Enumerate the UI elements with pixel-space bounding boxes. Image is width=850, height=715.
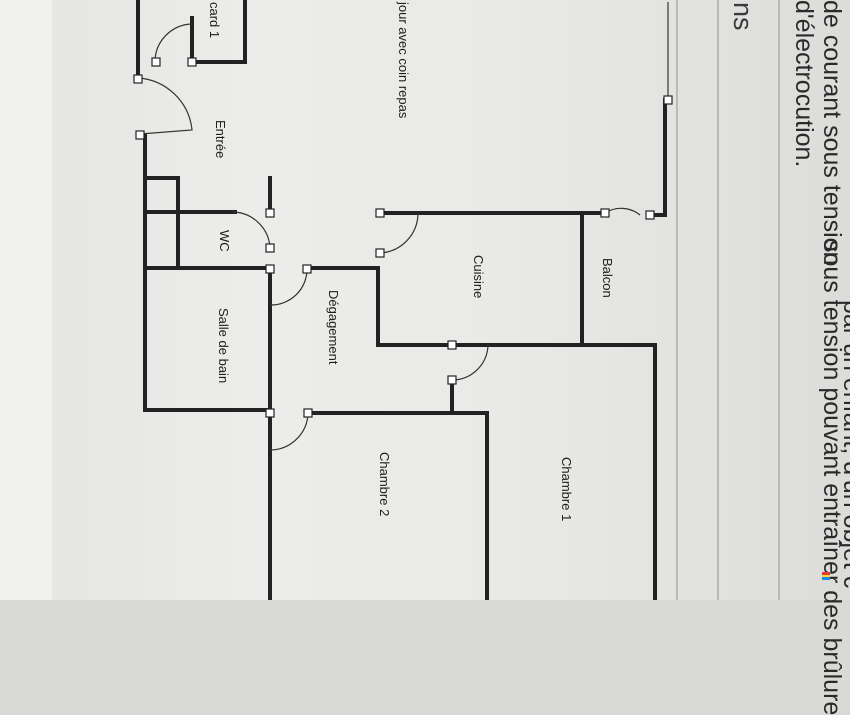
wall (143, 133, 272, 412)
hinge-marker (645, 210, 655, 220)
room-label-sejour: jour avec coin repas (396, 2, 411, 119)
hinge-marker (135, 130, 145, 140)
room-label-chambre-2: Chambre 2 (377, 452, 392, 517)
document-line-4: sous tension pouvant entraîner des brûlu… (818, 240, 846, 715)
paper-sheet (0, 0, 850, 600)
hinge-marker (663, 95, 673, 105)
hinge-marker (265, 264, 275, 274)
hinge-marker (187, 57, 197, 67)
room-label-placard: card 1 (207, 2, 222, 39)
tricolor-flag-icon (822, 572, 830, 580)
wall (648, 98, 667, 217)
hinge-marker (265, 408, 275, 418)
room-label-wc: WC (217, 230, 232, 252)
hinge-marker (265, 208, 275, 218)
hinge-marker (133, 74, 143, 84)
room-label-salle-de-bain: Salle de bain (216, 308, 231, 384)
hinge-marker (600, 208, 610, 218)
plan-frame-right-line (676, 0, 678, 600)
wall (143, 176, 180, 270)
hinge-marker (303, 408, 313, 418)
door-swing (231, 211, 271, 249)
room-label-entree: Entrée (213, 120, 228, 159)
room-label-degagement: Dégagement (326, 290, 341, 365)
room-label-balcon: Balcon (600, 258, 615, 298)
wall (376, 266, 454, 347)
hinge-marker (302, 264, 312, 274)
room-label-chambre-1: Chambre 1 (559, 457, 574, 522)
door-swing (379, 212, 419, 254)
floor-plan (133, 0, 673, 600)
door-swing (604, 207, 641, 216)
hinge-marker (151, 57, 161, 67)
door-swing (451, 344, 489, 381)
document-line-1: de courant sous tension (818, 0, 846, 266)
hinge-marker (375, 208, 385, 218)
wall (306, 411, 489, 600)
hinge-marker (375, 248, 385, 258)
document-text-line (778, 0, 780, 600)
door-swing (269, 412, 309, 451)
room-label-cuisine: Cuisine (471, 255, 486, 299)
left-paper-margin (0, 0, 52, 600)
door-swing (269, 267, 308, 306)
hinge-marker (447, 340, 457, 350)
document-line-2: d'électrocution. (790, 0, 818, 168)
document-column-line (717, 0, 719, 600)
hinge-marker (265, 243, 275, 253)
wall (190, 0, 247, 64)
section-heading-fragment: ns (728, 2, 758, 31)
hinge-marker (447, 375, 457, 385)
door-swing (137, 77, 193, 135)
door-swing (154, 23, 193, 63)
